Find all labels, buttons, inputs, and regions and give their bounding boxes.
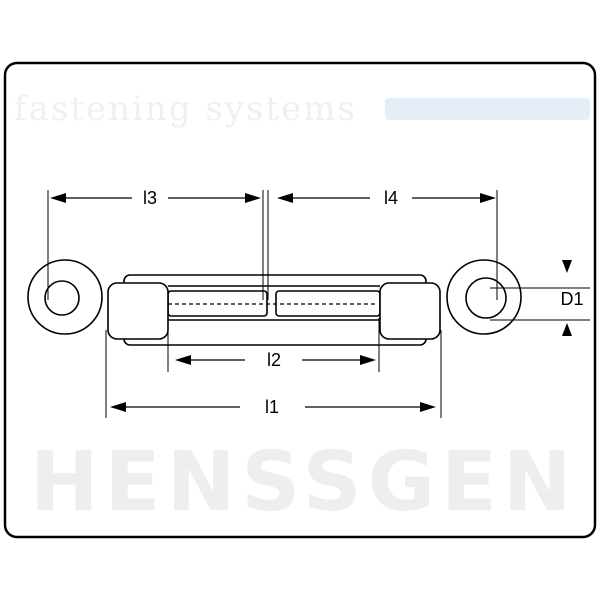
watermark-accent-bar (385, 98, 590, 120)
dim-l2-label: l2 (267, 350, 281, 370)
watermark-brand: HENSSGEN (30, 435, 578, 530)
extension-lines (47, 190, 590, 418)
watermark-tagline: fastening systems (14, 89, 357, 129)
dim-l1-label: l1 (265, 397, 279, 417)
left-eye (27, 259, 103, 335)
right-eye (446, 259, 522, 335)
turnbuckle (27, 259, 522, 346)
left-nut (107, 282, 169, 340)
dim-d1-label: D1 (560, 289, 583, 309)
right-eye-hole (465, 277, 507, 319)
dimension-arrows (50, 193, 572, 412)
dim-l4-label: l4 (384, 188, 398, 208)
left-eye-hole (44, 280, 80, 316)
right-nut (379, 282, 441, 340)
watermark: fastening systems HENSSGEN (14, 89, 590, 530)
dim-l3-label: l3 (143, 188, 157, 208)
